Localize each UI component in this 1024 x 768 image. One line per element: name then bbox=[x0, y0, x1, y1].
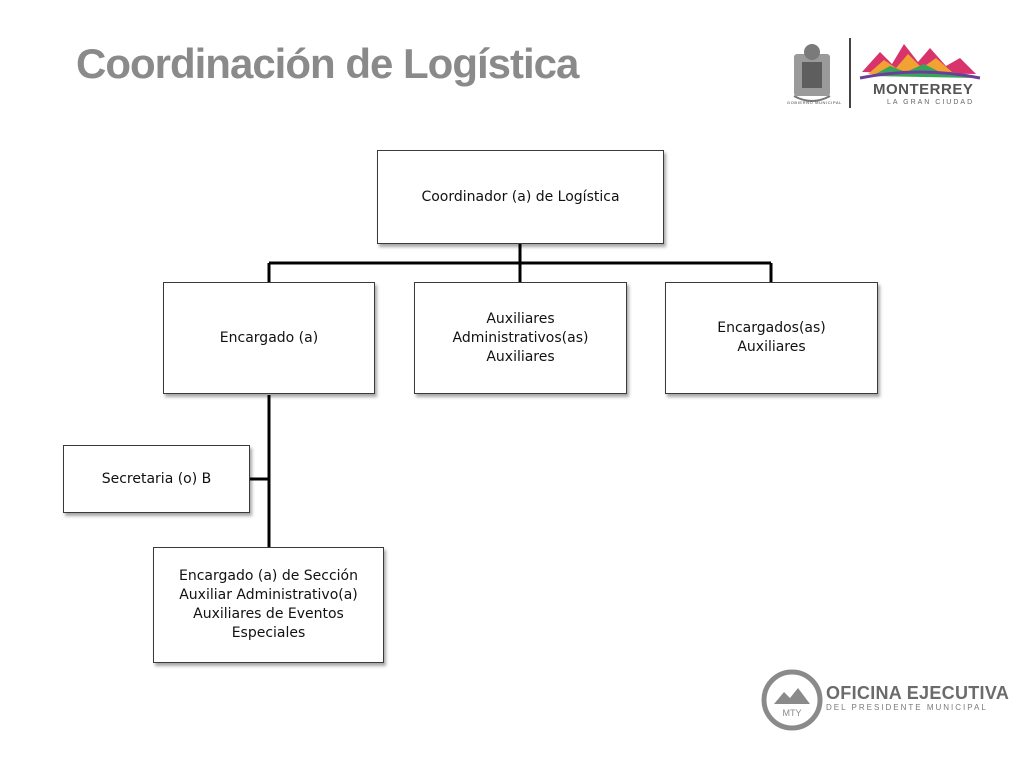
municipal-seal-icon bbox=[793, 44, 831, 102]
brand-name: MONTERREY bbox=[873, 81, 974, 98]
org-node-auxiliares-administrativos: Auxiliares Administrativos(as) Auxiliare… bbox=[414, 282, 627, 394]
org-node-label: Encargado (a) bbox=[219, 329, 319, 346]
org-node-label: Auxiliares de Eventos Especiales bbox=[193, 606, 344, 641]
seal-caption: GOBIERNO MUNICIPAL bbox=[787, 100, 842, 105]
oficina-ejecutiva-badge-icon: MTY bbox=[761, 669, 823, 731]
org-node-label: Auxiliares bbox=[486, 348, 555, 365]
org-node-encargado: Encargado (a) bbox=[163, 282, 375, 394]
org-node-label: Coordinador (a) de Logística bbox=[421, 188, 620, 205]
footer-badge-text: MTY bbox=[783, 708, 802, 718]
org-node-label: Encargados(as) bbox=[717, 320, 826, 336]
header-logos bbox=[793, 38, 981, 108]
org-node-secretaria: Secretaria (o) B bbox=[63, 445, 250, 513]
org-node-label: Auxiliares Administrativos(as) bbox=[452, 310, 589, 346]
brand-tagline: LA GRAN CIUDAD bbox=[887, 99, 975, 106]
org-node-label: Encargado (a) de Sección bbox=[179, 568, 358, 584]
org-node-label: Auxiliar Administrativo(a) bbox=[179, 587, 358, 603]
monterrey-mountains-icon bbox=[859, 44, 981, 80]
footer-title: OFICINA EJECUTIVA bbox=[826, 683, 1010, 703]
slide-title: Coordinación de Logística bbox=[76, 40, 579, 87]
org-node-label: Auxiliares bbox=[737, 339, 806, 355]
org-node-encargado-seccion: Encargado (a) de Sección Auxiliar Admini… bbox=[153, 547, 384, 663]
org-node-encargados-auxiliares: Encargados(as) Auxiliares bbox=[665, 282, 878, 394]
org-node-coordinador: Coordinador (a) de Logística bbox=[377, 150, 664, 244]
footer-subtitle: DEL PRESIDENTE MUNICIPAL bbox=[826, 703, 988, 712]
org-node-label: Secretaria (o) B bbox=[101, 470, 212, 487]
